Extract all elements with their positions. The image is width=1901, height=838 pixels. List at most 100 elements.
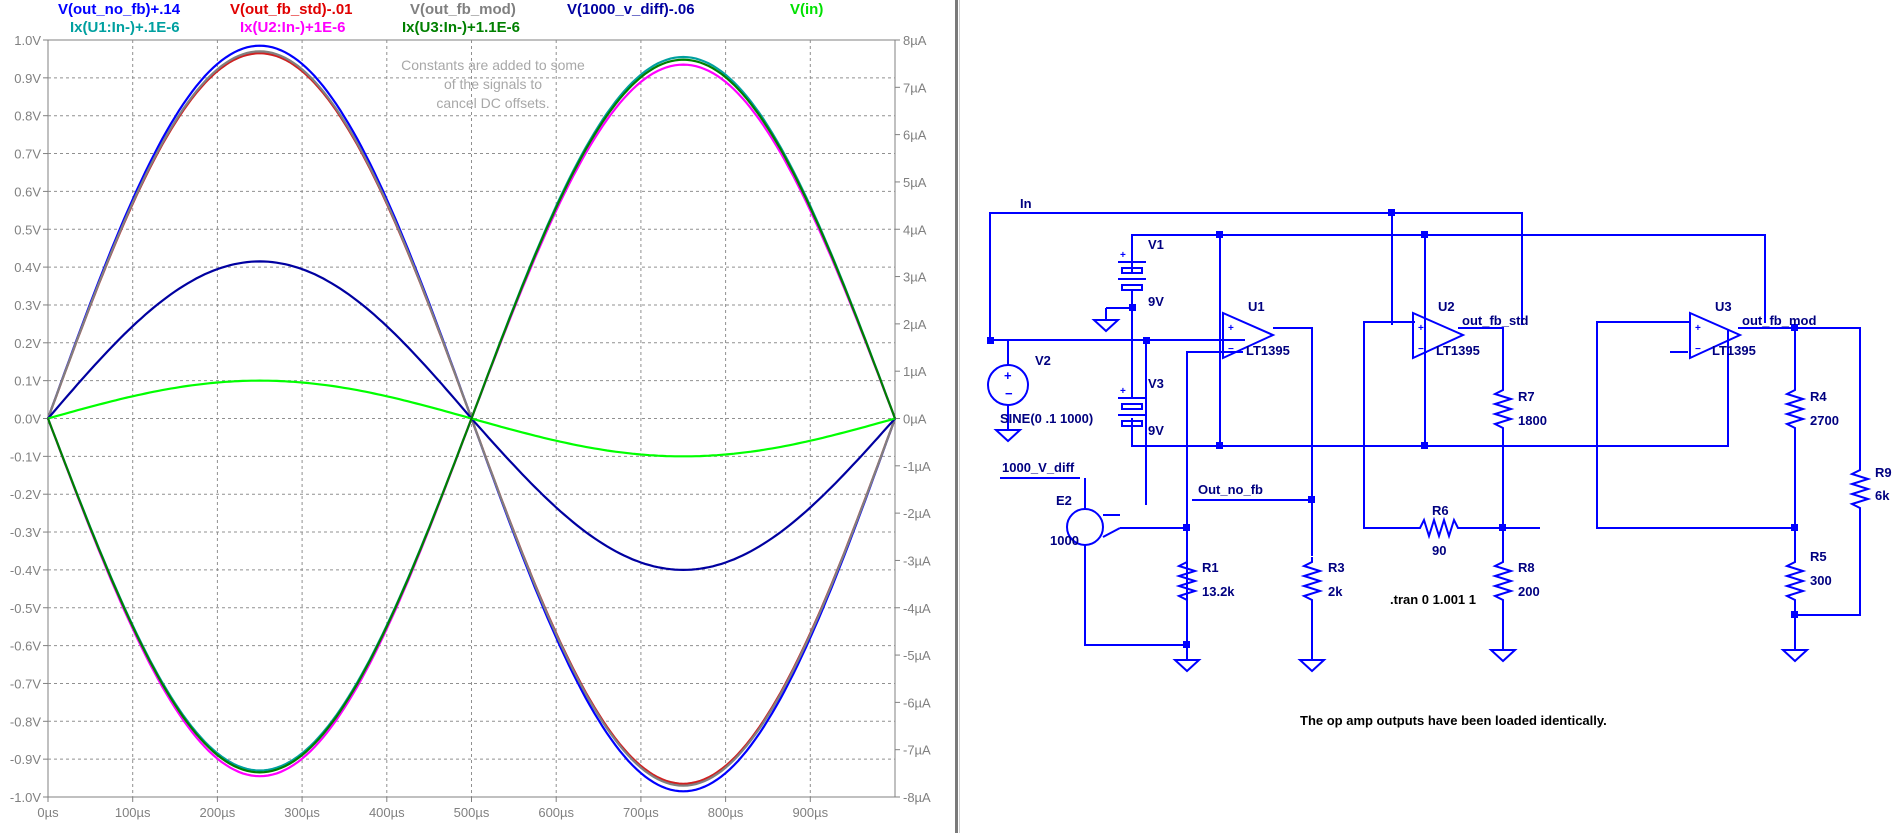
battery-v3[interactable] [1118, 375, 1146, 446]
component-label-r1[interactable]: R1 [1202, 560, 1219, 575]
component-value-v1[interactable]: 9V [1148, 294, 1164, 309]
resistor-r6 [1415, 516, 1464, 540]
net-label-out-no-fb[interactable]: Out_no_fb [1198, 482, 1263, 497]
y-left-tick-label: 0.3V [14, 298, 41, 313]
y-left-tick-label: -0.5V [10, 601, 41, 616]
series-line-7[interactable] [46, 58, 897, 774]
component-model-u1[interactable]: LT1395 [1246, 343, 1290, 358]
net-label-in[interactable]: In [1020, 196, 1032, 211]
component-label-r3[interactable]: R3 [1328, 560, 1345, 575]
component-value-r9[interactable]: 6k [1875, 488, 1890, 503]
y-left-tick-label: 0.1V [14, 374, 41, 389]
resistor-r8 [1491, 557, 1515, 608]
y-left-tick-label: -1.0V [10, 790, 41, 805]
component-label-r8[interactable]: R8 [1518, 560, 1535, 575]
legend-v-in[interactable]: V(in) [790, 1, 823, 18]
y-left-tick-label: 0.5V [14, 222, 41, 237]
x-tick-label: 900µs [792, 805, 828, 820]
component-value-v2[interactable]: SINE(0 .1 1000) [1000, 411, 1093, 426]
y-left-tick-label: -0.8V [10, 714, 41, 729]
component-label-e2[interactable]: E2 [1056, 493, 1072, 508]
junction-dots [987, 209, 1798, 648]
opamp-u3[interactable] [1689, 311, 1743, 360]
net-label-1000-v-diff[interactable]: 1000_V_diff [1002, 460, 1075, 475]
component-value-r3[interactable]: 2k [1328, 584, 1343, 599]
legend-v-out-no-fb[interactable]: V(out_no_fb)+.14 [58, 1, 181, 18]
opamp-u1[interactable] [1222, 311, 1276, 360]
legend-v-out-fb-std[interactable]: V(out_fb_std)-.01 [230, 1, 353, 18]
x-tick-label: 300µs [284, 805, 320, 820]
waveform-plot[interactable]: 1.0V0.9V0.8V0.7V0.6V0.5V0.4V0.3V0.2V0.1V… [0, 0, 955, 833]
component-label-v3[interactable]: V3 [1148, 376, 1164, 391]
component-value-v3[interactable]: 9V [1148, 423, 1164, 438]
legend-v-1000-v-diff[interactable]: V(1000_v_diff)-.06 [567, 1, 695, 18]
y-left-tick-label: 0.7V [14, 147, 41, 162]
component-label-u3[interactable]: U3 [1715, 299, 1732, 314]
component-model-u2[interactable]: LT1395 [1436, 343, 1480, 358]
component-label-r9[interactable]: R9 [1875, 465, 1892, 480]
component-label-r6[interactable]: R6 [1432, 503, 1449, 518]
y-left-tick-label: 1.0V [14, 33, 41, 48]
component-value-r1[interactable]: 13.2k [1202, 584, 1235, 599]
pane-splitter-edge [959, 0, 960, 833]
y-right-tick-label: -6µA [903, 695, 931, 710]
component-value-r4[interactable]: 2700 [1810, 413, 1839, 428]
opamp-u2[interactable] [1412, 311, 1466, 360]
y-left-tick-label: -0.1V [10, 449, 41, 464]
svg-text:+: + [1004, 368, 1012, 383]
y-right-tick-label: 4µA [903, 222, 927, 237]
net-label-out-fb-std[interactable]: out_fb_std [1462, 313, 1529, 328]
vcvs-e2[interactable] [1066, 508, 1121, 546]
component-value-r7[interactable]: 1800 [1518, 413, 1547, 428]
legend-ix-u3[interactable]: Ix(U3:In-)+1.1E-6 [402, 19, 520, 36]
schematic-canvas[interactable]: + − In [960, 0, 1901, 833]
y-left-tick-label: -0.9V [10, 752, 41, 767]
annotation-line-3: cancel DC offsets. [436, 95, 549, 111]
component-model-u3[interactable]: LT1395 [1712, 343, 1756, 358]
resistor-r3 [1300, 557, 1324, 608]
voltage-source-v2[interactable] [987, 340, 1029, 406]
resistors[interactable] [1175, 385, 1872, 608]
component-value-r8[interactable]: 200 [1518, 584, 1540, 599]
resistor-r9 [1848, 465, 1872, 515]
component-label-v1[interactable]: V1 [1148, 237, 1164, 252]
component-label-r7[interactable]: R7 [1518, 389, 1535, 404]
component-value-r5[interactable]: 300 [1810, 573, 1832, 588]
y-right-tick-label: -3µA [903, 553, 931, 568]
svg-text:+: + [1695, 323, 1701, 334]
net-label-out-fb-mod[interactable]: out_fb_mod [1742, 313, 1816, 328]
resistor-r5 [1783, 557, 1807, 608]
svg-text:−: − [1695, 344, 1701, 355]
component-value-e2[interactable]: 1000 [1050, 533, 1079, 548]
annotation-line-2: of the signals to [444, 76, 542, 92]
component-value-r6[interactable]: 90 [1432, 543, 1446, 558]
resistor-r1 [1175, 557, 1199, 608]
x-tick-label: 400µs [369, 805, 405, 820]
resistor-r4 [1783, 385, 1807, 437]
schematic-comment[interactable]: The op amp outputs have been loaded iden… [1300, 713, 1607, 728]
legend-ix-u1[interactable]: Ix(U1:In-)+.1E-6 [70, 19, 180, 36]
y-left-tick-label: -0.4V [10, 563, 41, 578]
schematic-editor[interactable]: + − In [960, 0, 1901, 833]
x-tick-label: 600µs [538, 805, 574, 820]
battery-v1[interactable] [1118, 235, 1146, 307]
legend-v-out-fb-mod[interactable]: V(out_fb_mod) [410, 1, 516, 18]
component-label-v2[interactable]: V2 [1035, 353, 1051, 368]
component-label-u2[interactable]: U2 [1438, 299, 1455, 314]
spice-directive-tran[interactable]: .tran 0 1.001 1 [1390, 592, 1476, 607]
legend-ix-u2[interactable]: Ix(U2:In-)+1E-6 [240, 19, 345, 36]
component-label-r5[interactable]: R5 [1810, 549, 1827, 564]
ground-symbols [993, 319, 1810, 673]
y-right-tick-label: -7µA [903, 743, 931, 758]
svg-text:−: − [1418, 344, 1424, 355]
y-right-tick-label: 1µA [903, 364, 927, 379]
y-left-tick-label: 0.4V [14, 260, 41, 275]
opamp-pin-marks: +− +− +− ++ [1120, 250, 1701, 397]
x-tick-label: 200µs [200, 805, 236, 820]
component-label-r4[interactable]: R4 [1810, 389, 1827, 404]
pane-splitter[interactable] [955, 0, 958, 833]
y-left-tick-label: 0.2V [14, 336, 41, 351]
y-left-tick-label: -0.6V [10, 639, 41, 654]
component-label-u1[interactable]: U1 [1248, 299, 1265, 314]
